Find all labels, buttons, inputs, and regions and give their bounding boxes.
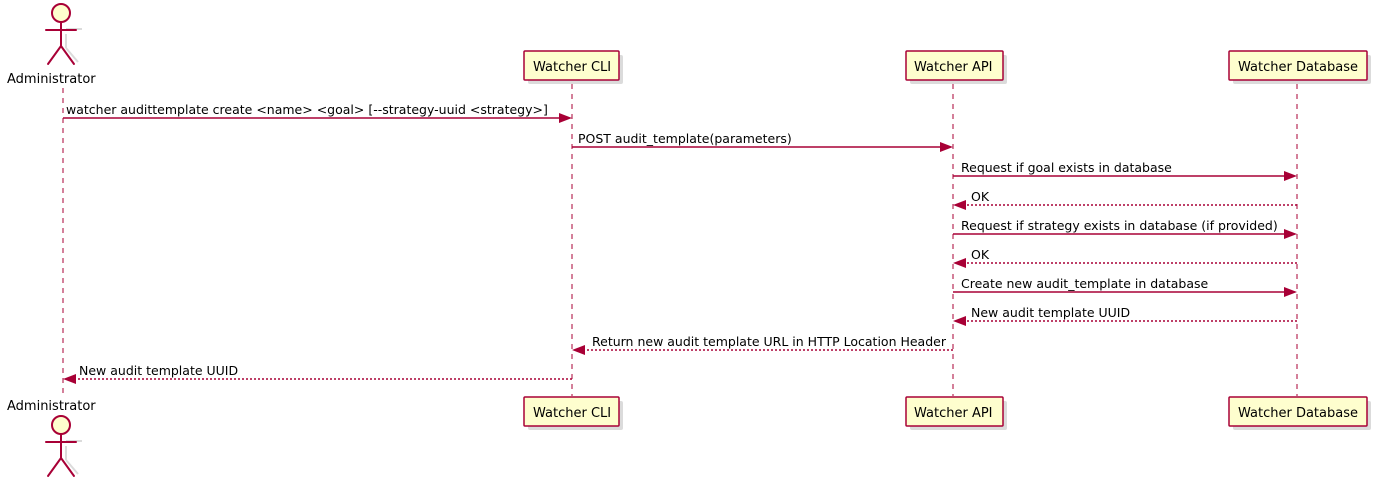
message-7-arrowhead bbox=[1284, 287, 1297, 297]
message-10-arrowhead bbox=[63, 374, 76, 384]
actor-leg-left-icon-bottom bbox=[47, 457, 62, 477]
box-label-watcher-database-top: Watcher Database bbox=[1238, 60, 1358, 75]
actor-leg-right-icon bbox=[60, 45, 75, 65]
participant-box-watcher-api-bottom[interactable]: Watcher API bbox=[905, 396, 1007, 430]
message-6[interactable]: OK bbox=[953, 247, 1297, 268]
message-7-label: Create new audit_template in database bbox=[961, 276, 1208, 291]
box-rect-watcher-api-top bbox=[905, 50, 1004, 81]
message-6-arrowhead bbox=[953, 258, 966, 268]
lifelines-group bbox=[62, 84, 1298, 398]
actor-administrator-bottom[interactable]: Administrator bbox=[7, 399, 96, 477]
participant-box-watcher-api-top[interactable]: Watcher API bbox=[905, 50, 1007, 84]
actor-leg-right-icon-bottom bbox=[60, 457, 75, 477]
message-4[interactable]: OK bbox=[953, 189, 1297, 210]
message-5-arrowhead bbox=[1284, 229, 1297, 239]
message-1-arrowhead bbox=[559, 113, 572, 123]
message-5[interactable]: Request if strategy exists in database (… bbox=[953, 218, 1297, 239]
participant-box-watcher-database-top[interactable]: Watcher Database bbox=[1228, 50, 1371, 84]
participant-box-watcher-cli-top[interactable]: Watcher CLI bbox=[523, 50, 623, 84]
message-5-label: Request if strategy exists in database (… bbox=[961, 218, 1278, 233]
box-rect-watcher-cli-top bbox=[523, 50, 620, 81]
box-label-watcher-cli-bottom: Watcher CLI bbox=[533, 406, 611, 421]
message-8-arrowhead bbox=[953, 316, 966, 326]
message-1[interactable]: watcher audittemplate create <name> <goa… bbox=[63, 102, 572, 123]
box-rect-watcher-database-top bbox=[1228, 50, 1368, 81]
box-rect-watcher-cli-bottom bbox=[523, 396, 620, 427]
message-2-label: POST audit_template(parameters) bbox=[578, 131, 792, 146]
participant-box-watcher-cli-bottom[interactable]: Watcher CLI bbox=[523, 396, 623, 430]
box-label-watcher-cli-top: Watcher CLI bbox=[533, 60, 611, 75]
participant-box-watcher-database-bottom[interactable]: Watcher Database bbox=[1228, 396, 1371, 430]
box-label-watcher-api-top: Watcher API bbox=[914, 60, 993, 75]
box-label-watcher-database-bottom: Watcher Database bbox=[1238, 406, 1358, 421]
box-label-watcher-api-bottom: Watcher API bbox=[914, 406, 993, 421]
box-rect-watcher-api-bottom bbox=[905, 396, 1004, 427]
actor-label-administrator-top: Administrator bbox=[7, 72, 96, 87]
message-10[interactable]: New audit template UUID bbox=[63, 363, 572, 384]
actor-administrator-top[interactable]: Administrator bbox=[7, 3, 96, 87]
message-4-label: OK bbox=[971, 189, 990, 204]
message-3-label: Request if goal exists in database bbox=[961, 160, 1172, 175]
message-2[interactable]: POST audit_template(parameters) bbox=[572, 131, 953, 152]
message-3[interactable]: Request if goal exists in database bbox=[953, 160, 1297, 181]
message-8-label: New audit template UUID bbox=[971, 305, 1130, 320]
box-rect-watcher-database-bottom bbox=[1228, 396, 1368, 427]
message-9[interactable]: Return new audit template URL in HTTP Lo… bbox=[572, 334, 953, 355]
message-10-label: New audit template UUID bbox=[79, 363, 238, 378]
message-4-arrowhead bbox=[953, 200, 966, 210]
message-3-arrowhead bbox=[1284, 171, 1297, 181]
actor-head-icon-bottom bbox=[51, 415, 71, 435]
actor-leg-left-icon bbox=[47, 45, 62, 65]
actor-head-icon bbox=[51, 3, 71, 23]
message-9-label: Return new audit template URL in HTTP Lo… bbox=[592, 334, 947, 349]
actor-label-administrator-bottom: Administrator bbox=[7, 399, 96, 414]
message-1-label: watcher audittemplate create <name> <goa… bbox=[66, 102, 548, 117]
message-6-label: OK bbox=[971, 247, 990, 262]
message-2-arrowhead bbox=[940, 142, 953, 152]
message-7[interactable]: Create new audit_template in database bbox=[953, 276, 1297, 297]
message-8[interactable]: New audit template UUID bbox=[953, 305, 1297, 326]
message-9-arrowhead bbox=[572, 345, 585, 355]
